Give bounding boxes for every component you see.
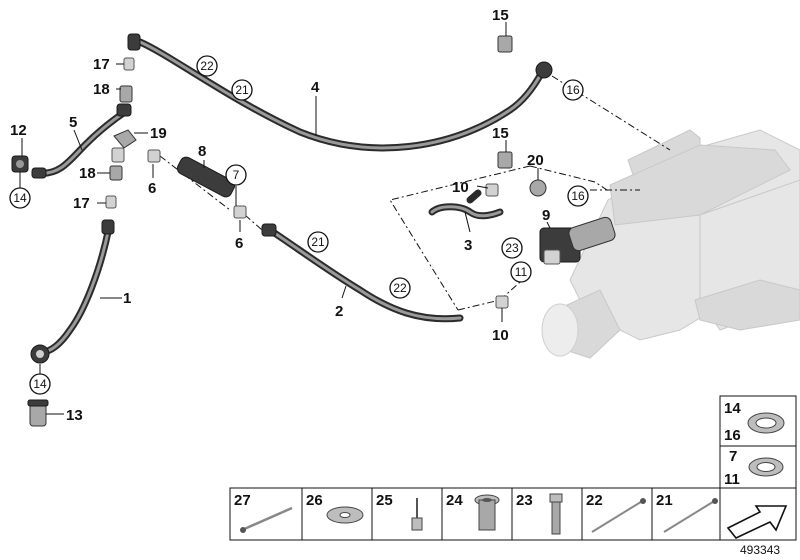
label-18b: 18 [79,165,96,182]
svg-text:23: 23 [505,241,519,255]
washer-icon [326,506,364,524]
circle-label-14: 14 [9,187,31,209]
svg-text:22: 22 [200,59,214,73]
strip-label-22: 22 [586,492,603,509]
strip-label-26: 26 [306,492,323,509]
svg-text:16: 16 [566,83,580,97]
label-15: 15 [492,7,509,24]
svg-text:21: 21 [235,83,249,97]
label-17b: 17 [73,195,90,212]
cable-tie-icon [663,498,718,533]
circle-label-21b: 21 [307,231,329,253]
label-10b: 10 [492,327,509,344]
fittings [11,33,616,427]
label-13: 13 [66,407,83,424]
hose-1 [38,228,112,356]
cable-tie-icon [240,506,293,533]
circle-label-22b: 22 [389,277,411,299]
strip-label-25: 25 [376,492,393,509]
label-8: 8 [198,143,206,160]
rivet-icon [411,498,423,531]
clamp-icon [591,498,646,533]
leader-lines [19,22,551,415]
strip-label-21: 21 [656,492,673,509]
label-10: 10 [452,179,469,196]
screw-icon [549,493,563,535]
label-19: 19 [150,125,167,142]
label-20: 20 [527,152,544,169]
svg-text:7: 7 [233,168,240,182]
label-9: 9 [542,207,550,224]
svg-text:21: 21 [311,235,325,249]
label-3: 3 [464,237,472,254]
reservoir-tank [541,129,800,359]
circle-label-16b: 16 [567,185,589,207]
circle-label-16: 16 [562,79,584,101]
side-legend: 14 16 7 11 [719,395,797,489]
svg-text:11: 11 [515,265,528,279]
hose-2 [266,226,464,323]
part-labels: 17 18 12 5 19 18 17 8 6 6 4 2 3 10 10 15… [10,7,550,424]
label-15b: 15 [492,125,509,142]
strip-label-24: 24 [446,492,463,509]
circle-label-11: 11 [510,261,532,283]
strip-label-23: 23 [516,492,533,509]
label-4: 4 [311,79,320,96]
label-5: 5 [69,114,77,131]
arrow-icon [726,505,788,539]
document-number: 493343 [740,543,780,557]
circle-label-22: 22 [196,55,218,77]
label-17: 17 [93,56,110,73]
legend-16: 16 [724,427,741,444]
label-2: 2 [335,303,343,320]
label-6: 6 [148,180,156,197]
parts-strip: 27 26 25 24 23 22 21 [229,487,797,541]
label-18: 18 [93,81,110,98]
svg-text:14: 14 [13,191,27,205]
legend-11: 11 [724,471,740,488]
circle-label-23: 23 [501,237,523,259]
legend-7: 7 [729,448,737,465]
label-6b: 6 [235,235,243,252]
circle-label-14b: 14 [29,373,51,395]
washer-icon [747,412,785,434]
hose-5 [36,108,129,177]
legend-14: 14 [724,400,741,417]
svg-text:16: 16 [571,189,585,203]
circled-labels: 22 21 16 16 14 14 7 21 22 23 11 [9,55,589,395]
label-12: 12 [10,122,27,139]
hose-4 [136,38,546,152]
rivet-nut-icon [474,494,500,531]
washer-icon [748,457,784,477]
svg-text:14: 14 [33,377,47,391]
circle-label-7: 7 [225,164,247,186]
hose-3 [428,189,504,220]
svg-text:22: 22 [393,281,407,295]
label-1: 1 [123,290,131,307]
circle-label-21: 21 [231,79,253,101]
strip-label-27: 27 [234,492,251,509]
